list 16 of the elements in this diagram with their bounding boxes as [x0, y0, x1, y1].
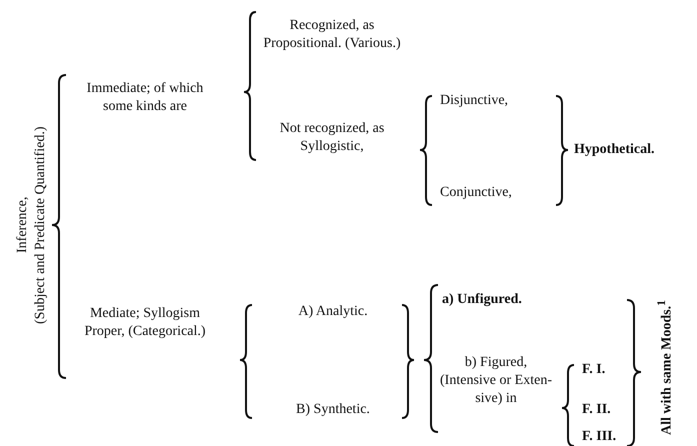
- category-text: Immediate; of which some kinds are: [86, 80, 204, 116]
- category-text: Recognized, as Propositional. (Various.): [262, 17, 402, 53]
- figure-text: F. II.: [582, 401, 612, 419]
- category-text: Not recognized, as Syllogistic,: [278, 120, 386, 156]
- category-text: Mediate; Syllogism Proper, (Categorical.): [83, 305, 207, 341]
- category-text: B) Synthetic.: [295, 401, 371, 419]
- category-text: Hypothetical.: [574, 141, 656, 159]
- category-text: b) Figured, (Intensive or Exten- sive) in: [440, 354, 552, 408]
- heading-text: Inference,: [14, 196, 31, 256]
- category-text: A) Analytic.: [297, 303, 369, 321]
- figure-text: F. I.: [582, 361, 606, 379]
- category-text: Conjunctive,: [440, 184, 513, 202]
- figure-text: F. III.: [582, 428, 618, 446]
- category-text: Disjunctive,: [440, 92, 510, 110]
- category-text: a) Unfigured.: [442, 291, 523, 309]
- heading-text: (Subject and Predicate Quantified.): [32, 125, 49, 326]
